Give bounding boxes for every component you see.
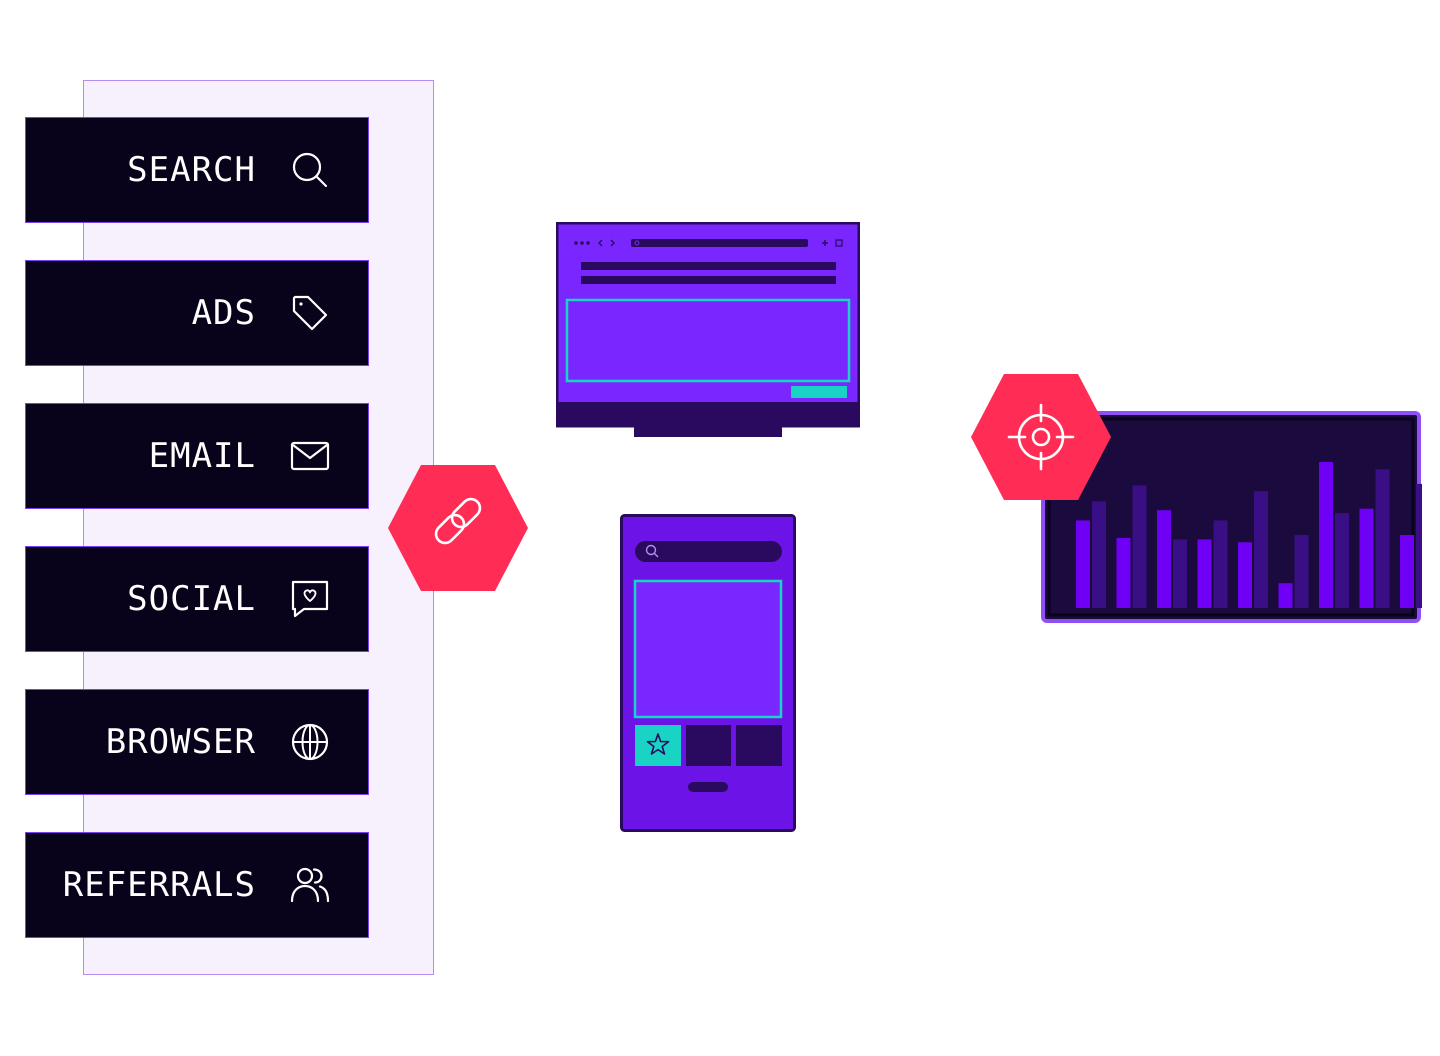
mobile-tile <box>686 725 731 766</box>
envelope-icon <box>290 441 330 471</box>
chart-bar <box>1319 462 1333 608</box>
search-icon <box>645 544 659 558</box>
channel-label: BROWSER <box>105 722 256 762</box>
mobile-tile <box>736 725 782 766</box>
link-icon <box>434 497 482 545</box>
chart-bar <box>1416 483 1422 608</box>
chart-bar <box>1076 520 1090 608</box>
chart-bar <box>1173 539 1187 608</box>
target-icon <box>1007 403 1075 471</box>
browser-toolbar <box>574 239 843 247</box>
channel-label: SOCIAL <box>127 579 256 619</box>
mobile-content-box <box>633 579 783 719</box>
cta-button-shape <box>791 386 847 398</box>
chart-bar <box>1254 491 1268 608</box>
chart-bar <box>1335 513 1349 608</box>
channel-referrals[interactable]: REFERRALS <box>25 832 369 938</box>
channel-search[interactable]: SEARCH <box>25 117 369 223</box>
chart-bar <box>1157 510 1171 608</box>
chart-bar <box>1359 508 1374 608</box>
users-icon <box>290 867 330 903</box>
channel-ads[interactable]: ADS <box>25 260 369 366</box>
chart-bar <box>1197 539 1212 608</box>
mobile-search-bar <box>635 541 782 562</box>
chart-bar <box>1278 583 1293 608</box>
channel-browser[interactable]: BROWSER <box>25 689 369 795</box>
content-line <box>581 262 836 270</box>
channel-label: REFERRALS <box>62 865 256 905</box>
chart-bar <box>1400 535 1414 608</box>
analytics-chart <box>1041 411 1422 623</box>
star-icon <box>646 733 670 755</box>
chart-bar <box>1375 469 1390 608</box>
channel-label: ADS <box>191 293 256 333</box>
content-highlight-box <box>565 298 851 383</box>
favorite-tile <box>635 725 681 766</box>
channel-email[interactable]: EMAIL <box>25 403 369 509</box>
channel-label: SEARCH <box>127 150 256 190</box>
connector-hexagon <box>388 465 528 591</box>
channel-panel <box>83 80 434 975</box>
channel-label: EMAIL <box>148 436 256 476</box>
chat-heart-icon <box>291 580 329 618</box>
home-indicator <box>688 782 728 792</box>
channel-social[interactable]: SOCIAL <box>25 546 369 652</box>
chart-bar <box>1294 535 1309 608</box>
content-line <box>581 276 836 284</box>
globe-icon <box>291 723 329 761</box>
chart-bar <box>1092 501 1106 608</box>
chart-bar <box>1132 485 1147 608</box>
chart-bar <box>1116 537 1131 608</box>
chart-bar <box>1213 520 1228 608</box>
search-icon <box>292 152 328 188</box>
desktop-monitor <box>556 222 860 437</box>
tag-icon <box>292 295 328 331</box>
chart-bar <box>1238 542 1252 608</box>
mobile-phone <box>620 514 796 832</box>
target-hexagon <box>971 374 1111 500</box>
